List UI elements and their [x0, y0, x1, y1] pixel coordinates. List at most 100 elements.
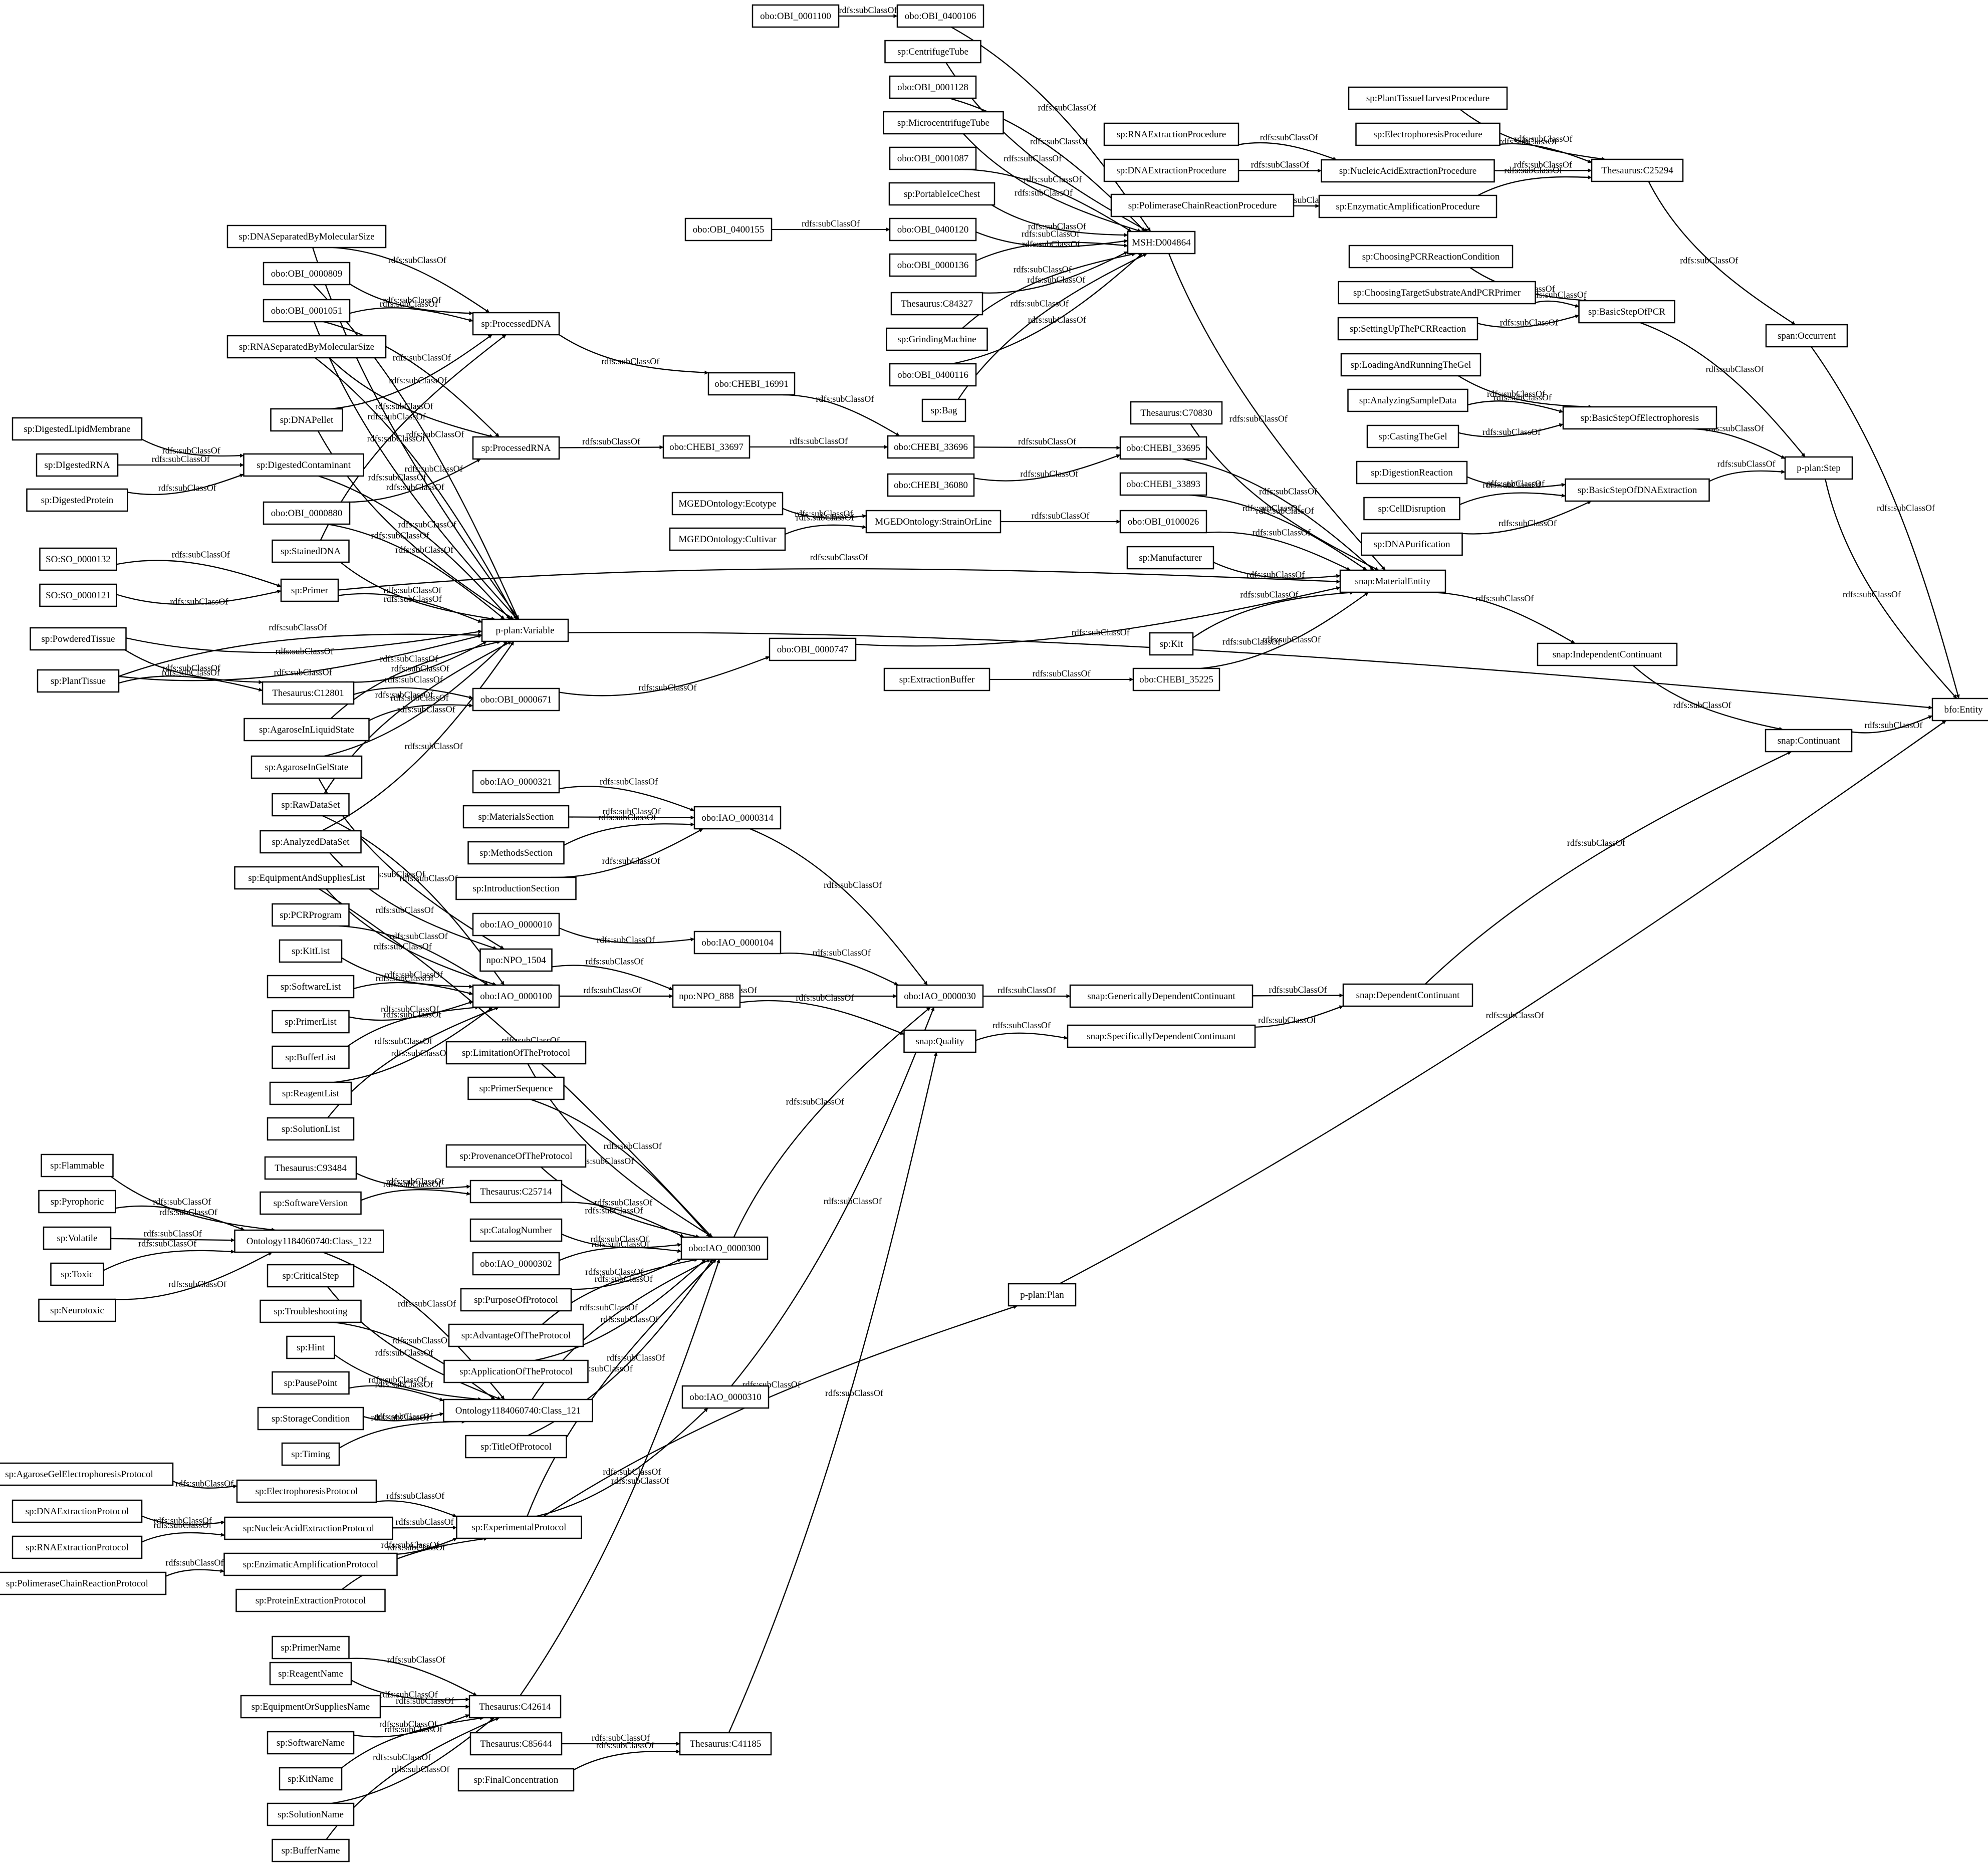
class-node[interactable]: sp:DNAExtractionProtocol [12, 1499, 143, 1523]
class-node[interactable]: sp:EnzimaticAmplificationProtocol [223, 1552, 398, 1576]
class-node[interactable]: MGEDOntology:Ecotype [671, 492, 784, 516]
class-node[interactable]: MSH:D004864 [1127, 230, 1196, 255]
class-node[interactable]: sp:KitName [279, 1767, 343, 1791]
class-node[interactable]: sp:PrimerName [272, 1636, 350, 1660]
class-node[interactable]: sp:SoftwareName [267, 1731, 355, 1755]
class-node[interactable]: sp:CatalogNumber [469, 1218, 563, 1242]
class-node[interactable]: Thesaurus:C93484 [264, 1156, 357, 1180]
class-node[interactable]: sp:RNAExtractionProcedure [1103, 122, 1239, 146]
class-node[interactable]: Thesaurus:C42614 [468, 1695, 562, 1719]
class-node[interactable]: sp:ExperimentalProtocol [456, 1515, 582, 1539]
class-node[interactable]: SO:SO_0000132 [39, 547, 117, 571]
class-node[interactable]: sp:Volatile [43, 1226, 112, 1250]
class-node[interactable]: sp:DigestedLipidMembrane [12, 417, 143, 441]
class-node[interactable]: sp:NucleicAcidExtractionProtocol [224, 1516, 393, 1540]
class-node[interactable]: obo:IAO_0000104 [693, 930, 782, 955]
class-node[interactable]: obo:OBI_0000671 [472, 687, 560, 712]
class-node[interactable]: obo:OBI_0400120 [889, 217, 977, 242]
class-node[interactable]: Thesaurus:C12801 [262, 681, 355, 705]
class-node[interactable]: sp:Toxic [50, 1262, 104, 1286]
class-node[interactable]: sp:DNAPellet [270, 408, 343, 432]
class-node[interactable]: sp:ElectrophoresisProcedure [1355, 122, 1501, 146]
class-node[interactable]: sp:PrimerSequence [467, 1076, 565, 1100]
class-node[interactable]: sp:RNAExtractionProtocol [12, 1535, 143, 1559]
class-node[interactable]: sp:AnalyzedDataSet [260, 830, 362, 854]
class-node[interactable]: snap:Continuant [1765, 729, 1853, 753]
class-node[interactable]: sp:PowderedTissue [30, 627, 127, 651]
class-node[interactable]: sp:PortableIceChest [888, 182, 996, 206]
class-node[interactable]: sp:PausePoint [272, 1371, 350, 1395]
class-node[interactable]: obo:OBI_0001051 [263, 299, 351, 323]
class-node[interactable]: Thesaurus:C84327 [890, 292, 983, 316]
class-node[interactable]: sp:Flammable [41, 1153, 114, 1178]
class-node[interactable]: sp:BasicStepOfDNAExtraction [1565, 478, 1710, 502]
class-node[interactable]: sp:BasicStepOfElectrophoresis [1562, 406, 1717, 430]
class-node[interactable]: obo:CHEBI_35225 [1132, 667, 1220, 691]
class-node[interactable]: Thesaurus:C25714 [469, 1180, 563, 1204]
class-node[interactable]: obo:OBI_0001087 [889, 146, 977, 170]
class-node[interactable]: obo:IAO_0000310 [681, 1385, 770, 1409]
class-node[interactable]: obo:OBI_0000880 [263, 501, 351, 525]
class-node[interactable]: p-plan:Variable [481, 618, 569, 642]
class-node[interactable]: snap:DependentContinuant [1342, 983, 1473, 1007]
class-node[interactable]: sp:NucleicAcidExtractionProcedure [1321, 159, 1495, 183]
class-node[interactable]: obo:CHEBI_33697 [662, 435, 751, 459]
class-node[interactable]: sp:DNAExtractionProcedure [1103, 158, 1239, 182]
class-node[interactable]: sp:AgaroseInLiquidState [243, 718, 370, 742]
class-node[interactable]: obo:OBI_0001100 [752, 4, 840, 28]
class-node[interactable]: obo:OBI_0000747 [769, 637, 857, 661]
class-node[interactable]: sp:ElectrophoresisProtocol [236, 1479, 377, 1503]
class-node[interactable]: obo:OBI_0001128 [889, 75, 977, 99]
class-node[interactable]: sp:IntroductionSection [455, 876, 577, 900]
class-node[interactable]: sp:LimitationOfTheProtocol [445, 1041, 587, 1065]
class-node[interactable]: MGEDOntology:Cultivar [669, 527, 786, 551]
class-node[interactable]: sp:CastingTheGel [1366, 424, 1459, 448]
class-node[interactable]: sp:ProvenanceOfTheProtocol [445, 1144, 587, 1168]
class-node[interactable]: sp:RNASeparatedByMolecularSize [226, 335, 387, 359]
class-node[interactable]: sp:DNAPurification [1361, 532, 1463, 556]
class-node[interactable]: Thesaurus:C25294 [1591, 158, 1684, 182]
class-node[interactable]: sp:CriticalStep [267, 1264, 355, 1288]
class-node[interactable]: snap:GenericallyDependentContinuant [1069, 984, 1254, 1008]
class-node[interactable]: obo:IAO_0000321 [472, 770, 560, 794]
class-node[interactable]: sp:ExtractionBuffer [883, 667, 990, 691]
class-node[interactable]: sp:GrindingMachine [886, 327, 988, 351]
class-node[interactable]: npo:NPO_1504 [479, 948, 553, 972]
class-node[interactable]: sp:ReagentName [269, 1662, 352, 1686]
class-node[interactable]: MGEDOntology:StrainOrLine [865, 510, 1002, 534]
class-node[interactable]: sp:Timing [281, 1442, 340, 1466]
class-node[interactable]: sp:Pyrophoric [38, 1190, 116, 1214]
class-node[interactable]: sp:EquipmentOrSuppliesName [240, 1695, 381, 1719]
class-node[interactable]: npo:NPO_888 [672, 984, 741, 1008]
class-node[interactable]: sp:ApplicationOfTheProtocol [443, 1359, 589, 1383]
class-node[interactable]: span:Occurrent [1765, 324, 1848, 348]
class-node[interactable]: snap:Quality [903, 1029, 976, 1053]
class-node[interactable]: sp:ProcessedRNA [472, 436, 560, 460]
class-node[interactable]: bfo:Entity [1931, 697, 1988, 722]
class-node[interactable]: Thesaurus:C41185 [679, 1732, 772, 1756]
class-node[interactable]: sp:PrimerList [272, 1010, 350, 1034]
class-node[interactable]: obo:OBI_0100026 [1119, 510, 1207, 534]
class-node[interactable]: sp:AdvantageOfTheProtocol [448, 1323, 584, 1347]
class-node[interactable]: Thesaurus:C70830 [1130, 401, 1223, 425]
class-node[interactable]: sp:SettingUpThePCRReaction [1337, 317, 1478, 341]
class-node[interactable]: sp:KitList [279, 939, 343, 963]
class-node[interactable]: sp:SolutionName [267, 1802, 355, 1826]
class-node[interactable]: sp:MethodsSection [467, 841, 565, 865]
class-node[interactable]: obo:CHEBI_36080 [887, 473, 975, 497]
class-node[interactable]: sp:EquipmentAndSuppliesList [234, 866, 379, 890]
class-node[interactable]: sp:SolutionList [267, 1117, 355, 1141]
class-node[interactable]: sp:Manufacturer [1126, 546, 1214, 570]
class-node[interactable]: sp:BufferList [272, 1045, 350, 1069]
class-node[interactable]: sp:PolimeraseChainReactionProtocol [0, 1571, 167, 1595]
class-node[interactable]: sp:DNASeparatedByMolecularSize [226, 224, 387, 249]
class-node[interactable]: obo:IAO_0000314 [693, 806, 782, 830]
class-node[interactable]: sp:PurposeOfProtocol [460, 1288, 572, 1312]
class-node[interactable]: sp:ChoosingTargetSubstrateAndPCRPrimer [1338, 281, 1536, 305]
class-node[interactable]: sp:LoadingAndRunningTheGel [1340, 353, 1481, 377]
class-node[interactable]: sp:ProcessedDNA [472, 312, 560, 336]
class-node[interactable]: obo:CHEBI_33696 [887, 435, 975, 459]
class-node[interactable]: snap:SpecificallyDependentContinuant [1067, 1024, 1256, 1048]
class-node[interactable]: SO:SO_0000121 [39, 583, 117, 607]
class-node[interactable]: sp:AgaroseGelElectrophoresisProtocol [0, 1462, 174, 1486]
